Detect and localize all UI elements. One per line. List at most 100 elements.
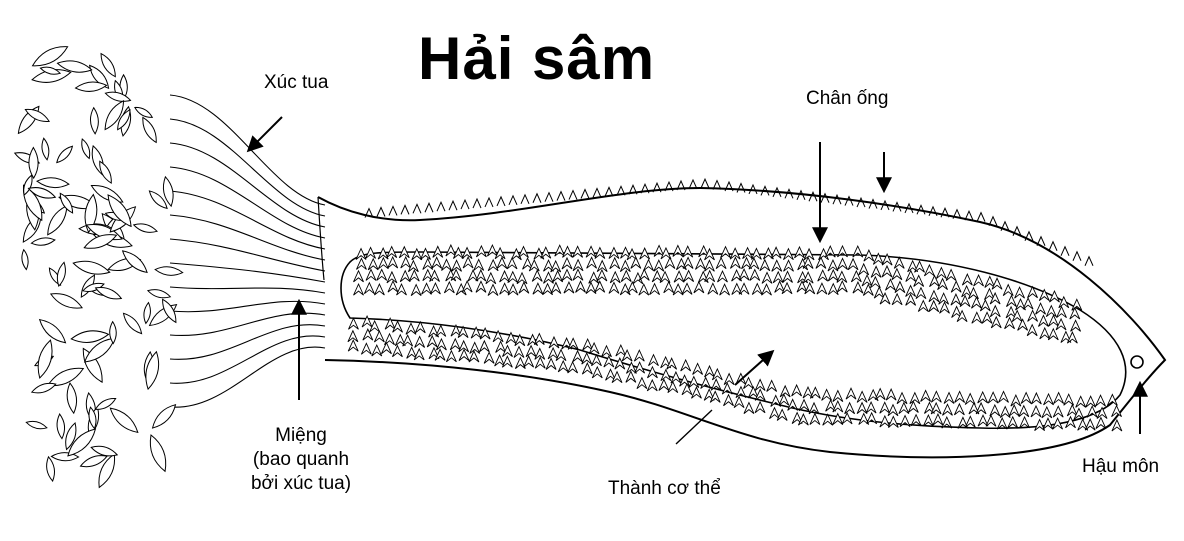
organ-leaf [837,271,847,282]
organ-leaf [1020,417,1030,428]
organ-leaf [562,270,572,281]
organ-leaf [1019,406,1029,417]
organ-leaf [556,350,566,361]
tentacle-branch [100,161,112,183]
organ-leaf [744,403,754,414]
tentacle-line [170,167,325,238]
organ-leaf [875,389,885,400]
diagram-title: Hải sâm [418,24,655,93]
organ-leaf [582,363,592,374]
organ-leaf [1076,396,1086,407]
organ-leaf [409,270,419,281]
organ-leaf [372,345,382,356]
tentacle-branch [47,457,55,481]
organ-leaf [381,343,391,354]
tentacle-branch [135,107,152,117]
organ-leaf [810,414,820,425]
arrow-tentacles [249,117,282,150]
organ-leaf [400,271,410,282]
organ-leaf [760,260,770,271]
organ-leaf [648,355,658,366]
tentacle-branch [91,185,122,202]
organ-leaf [857,391,867,402]
organ-leaf [911,415,921,426]
tube-foot [737,183,745,192]
organ-leaf [576,281,586,292]
organ-leaf [411,285,421,296]
organ-leaf [397,284,407,295]
organ-leaf [364,283,374,294]
tentacle-line [170,143,325,227]
organ-leaf [833,414,843,425]
organ-leaf [631,257,641,268]
organ-leaf [990,306,1000,317]
organ-leaf [846,388,856,399]
tentacle-line [170,325,325,360]
organ-leaf [874,287,884,298]
organ-leaf [673,284,683,295]
tube-foot [1085,257,1093,266]
organ-leaf [1085,419,1095,430]
organ-leaf [816,257,826,268]
organ-leaf [870,277,880,288]
tube-foot [569,191,577,200]
organ-leaf [708,283,718,294]
organ-leaf [867,413,877,424]
organ-leaf [810,387,820,398]
organ-leaf [664,282,674,293]
organ-leaf [946,270,956,281]
tube-foot [449,201,457,210]
organ-leaf [1009,405,1019,416]
organ-leaf [720,284,730,295]
organ-leaf [436,325,446,336]
organ-leaf [650,284,660,295]
organ-leaf [573,246,583,257]
organ-leaf [880,416,890,427]
organ-leaf [838,258,848,269]
tentacle-branch [155,267,183,276]
organ-leaf [500,283,510,294]
organ-leaf [488,285,498,296]
organ-leaf [1008,417,1018,428]
organ-leaf [526,346,536,357]
tube-foot [425,203,433,212]
organ-leaf [401,257,411,268]
tentacle-branch [67,383,76,413]
label-mouth: Miệng (bao quanh bởi xúc tua) [226,424,376,496]
organ-leaf [833,401,843,412]
organ-leaf [929,291,939,302]
tube-foot [389,206,397,215]
tentacle-branch [42,138,49,160]
organ-leaf [962,274,972,285]
organ-leaf [356,258,366,269]
organ-leaf [502,356,512,367]
organ-leaf [767,380,777,391]
organ-leaf [749,258,759,269]
organ-leaf [1044,394,1054,405]
organ-leaf [476,281,486,292]
organ-leaf [595,281,605,292]
tentacle-branch [37,178,69,188]
organ-leaf [488,260,498,271]
tube-foot [833,195,841,204]
organ-leaf [587,257,597,268]
organ-leaf [446,351,456,362]
organ-leaf [1071,320,1081,331]
tube-foot [845,197,853,206]
organ-leaf [980,300,990,311]
organ-leaf [497,258,507,269]
organ-leaf [910,393,920,404]
organ-leaf [627,282,637,293]
organ-leaf [644,260,654,271]
neck-line [318,197,324,280]
organ-leaf [430,283,440,294]
organ-leaf [562,258,572,269]
organ-leaf [496,341,506,352]
tube-foot [701,179,709,188]
organ-leaf [517,273,527,284]
organ-leaf [1048,329,1058,340]
organ-leaf [752,284,762,295]
organ-leaf [1086,396,1096,407]
organ-leaf [684,271,694,282]
tentacle-branch [143,117,156,142]
